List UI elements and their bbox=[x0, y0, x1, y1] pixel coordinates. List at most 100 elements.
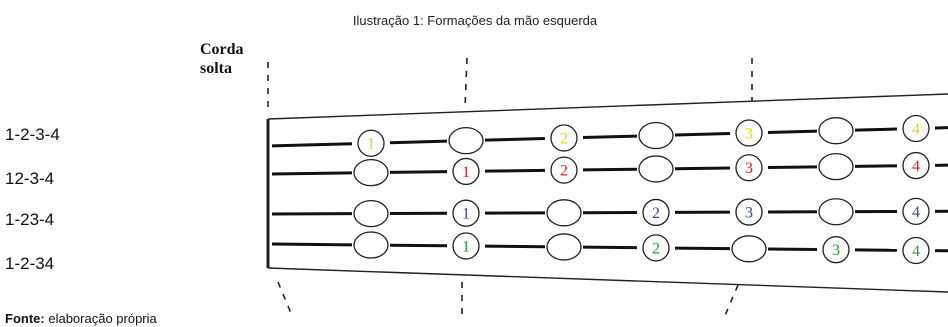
finger-marker: 1 bbox=[357, 129, 385, 157]
fret-circle bbox=[642, 234, 670, 262]
finger-number: 4 bbox=[912, 121, 920, 138]
fret-circle bbox=[902, 197, 930, 226]
fret-circle bbox=[546, 233, 582, 261]
guide-line bbox=[277, 281, 294, 319]
finger-marker: 1 bbox=[452, 157, 480, 186]
finger-marker: 4 bbox=[902, 151, 930, 180]
finger-number: 4 bbox=[912, 243, 920, 260]
string-segment bbox=[389, 170, 448, 174]
row-label: 1-23-4 bbox=[5, 210, 55, 229]
finger-marker: 3 bbox=[822, 236, 850, 264]
fret-circle bbox=[818, 117, 854, 145]
string-segment bbox=[854, 164, 898, 168]
string-segment bbox=[271, 142, 353, 148]
string-segment bbox=[484, 168, 546, 173]
finger-number: 2 bbox=[652, 205, 660, 222]
finger-marker: 2 bbox=[550, 124, 578, 152]
empty-fret-circle bbox=[818, 152, 854, 181]
string-segment bbox=[854, 127, 898, 132]
string-segment bbox=[484, 137, 546, 142]
fret-circle bbox=[550, 124, 578, 152]
fret-circle bbox=[731, 235, 767, 263]
finger-marker: 1 bbox=[452, 199, 480, 227]
finger-marker: 1 bbox=[452, 232, 480, 260]
finger-marker: 2 bbox=[642, 234, 670, 262]
fretboard-bottom-edge bbox=[267, 267, 948, 293]
string-segment bbox=[389, 243, 448, 248]
string-segment bbox=[674, 246, 731, 251]
fret-circle bbox=[452, 157, 480, 186]
empty-fret-circle bbox=[731, 235, 767, 263]
open-string-label: Corda solta bbox=[200, 40, 244, 78]
empty-fret-circle bbox=[818, 198, 854, 226]
finger-number: 2 bbox=[652, 240, 660, 257]
guide-line bbox=[723, 284, 739, 319]
finger-number: 4 bbox=[912, 204, 920, 221]
finger-number: 2 bbox=[560, 131, 568, 148]
row-label: 12-3-4 bbox=[5, 169, 55, 188]
string-segment bbox=[767, 129, 818, 134]
figure-caption: Ilustração 1: Formações da mão esquerda bbox=[352, 13, 598, 28]
string-segment bbox=[674, 166, 731, 171]
open-string-label-line1: Corda bbox=[200, 41, 244, 58]
row-label: 1-2-34 bbox=[5, 254, 55, 273]
empty-fret-circle bbox=[448, 127, 484, 155]
fret-circle bbox=[902, 151, 930, 180]
fret-circle bbox=[452, 232, 480, 260]
fret-circle bbox=[353, 231, 389, 259]
string-segment bbox=[582, 245, 638, 250]
finger-marker: 4 bbox=[902, 236, 930, 265]
finger-marker: 4 bbox=[902, 197, 930, 226]
finger-marker: 2 bbox=[642, 198, 670, 227]
fretboard-outline bbox=[266, 93, 948, 293]
fret-circle bbox=[818, 198, 854, 226]
finger-number: 1 bbox=[367, 136, 375, 153]
empty-fret-circle bbox=[353, 231, 389, 259]
finger-markers: 1 2 3 4 1 2 3 4 1 2 3 4 1 2 3 4 bbox=[353, 114, 930, 265]
empty-fret-circle bbox=[546, 199, 582, 227]
fret-circle bbox=[735, 119, 763, 147]
row-label: 1-2-3-4 bbox=[5, 125, 60, 144]
guide-line bbox=[464, 57, 468, 109]
finger-number: 4 bbox=[912, 158, 920, 175]
fret-circle bbox=[353, 199, 389, 228]
string-segment bbox=[271, 171, 353, 176]
fret-circle bbox=[902, 114, 930, 143]
finger-number: 1 bbox=[462, 238, 470, 255]
empty-fret-circle bbox=[818, 117, 854, 145]
fret-circle bbox=[822, 236, 850, 264]
empty-fret-circle bbox=[353, 159, 389, 187]
string-segment bbox=[582, 167, 638, 172]
fret-circle bbox=[550, 156, 578, 184]
guide-lines bbox=[267, 57, 753, 319]
finger-number: 3 bbox=[832, 242, 840, 259]
string-segment bbox=[271, 242, 353, 247]
fret-circle bbox=[448, 127, 484, 155]
fret-circle bbox=[818, 152, 854, 181]
empty-fret-circle bbox=[353, 199, 389, 228]
string-segment bbox=[389, 139, 448, 145]
fret-circle bbox=[642, 198, 670, 227]
fret-circle bbox=[357, 129, 385, 157]
fret-circle bbox=[546, 199, 582, 227]
string-segment bbox=[674, 132, 731, 137]
finger-marker: 4 bbox=[902, 114, 930, 143]
fret-circle bbox=[638, 155, 674, 183]
finger-number: 1 bbox=[462, 164, 470, 181]
finger-number: 3 bbox=[745, 205, 753, 222]
fret-circle bbox=[353, 159, 389, 187]
fret-circle bbox=[902, 236, 930, 265]
finger-number: 1 bbox=[462, 206, 470, 223]
finger-marker: 2 bbox=[550, 156, 578, 184]
finger-marker: 3 bbox=[735, 198, 763, 226]
open-string-label-line2: solta bbox=[200, 60, 232, 77]
fret-circle bbox=[735, 154, 763, 182]
empty-fret-circle bbox=[638, 121, 674, 150]
fretboard-top-edge bbox=[267, 93, 948, 120]
string-segment bbox=[582, 134, 638, 139]
finger-number: 3 bbox=[745, 126, 753, 143]
source-label: Fonte: bbox=[5, 311, 45, 326]
finger-marker: 3 bbox=[735, 154, 763, 182]
fret-circle bbox=[638, 121, 674, 150]
